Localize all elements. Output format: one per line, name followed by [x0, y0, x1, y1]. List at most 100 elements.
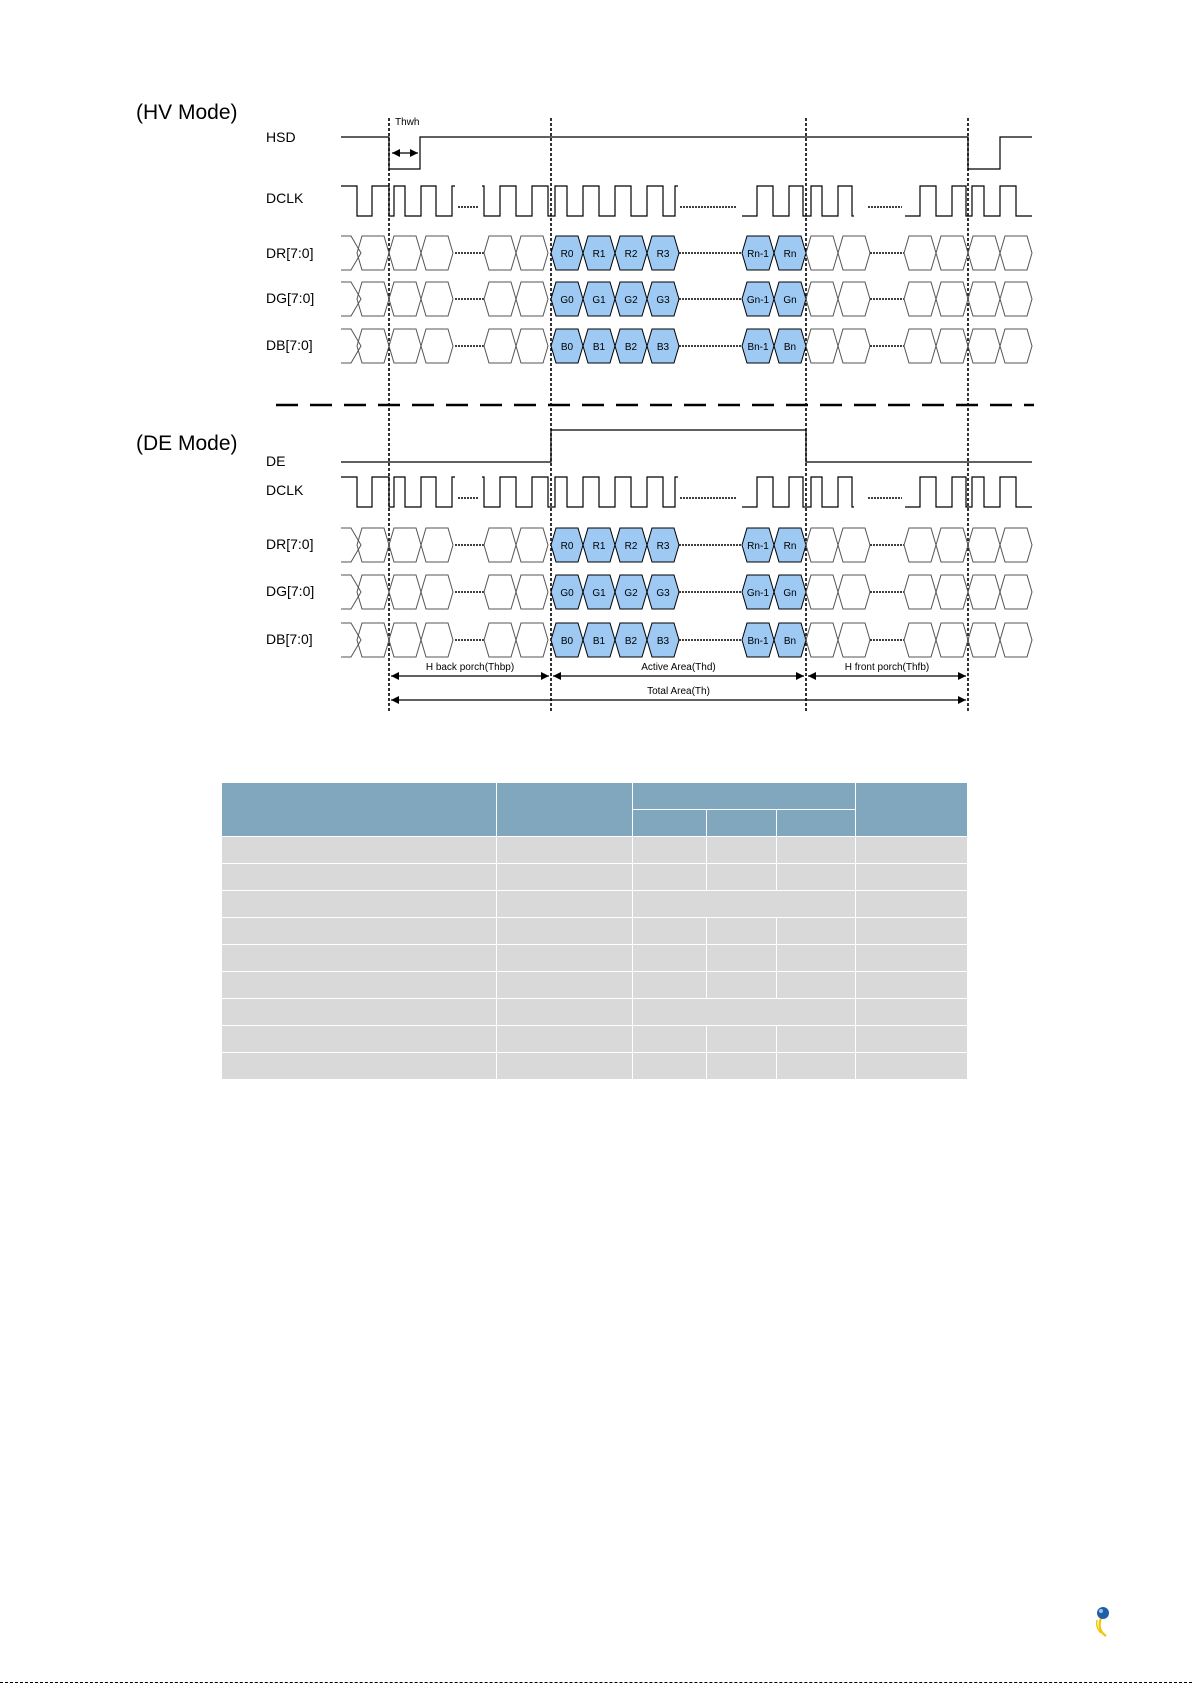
table-cell: [775, 971, 857, 999]
total-span-head: [958, 696, 966, 704]
dclk-waveform: [482, 476, 678, 508]
bus-idle-slot: [420, 328, 454, 364]
dclk-waveform: [905, 185, 1032, 217]
bus-idle-slot: [999, 328, 1033, 364]
data-slot-blue-label: B0: [561, 342, 574, 353]
table-row: [221, 836, 969, 864]
back-porch-span-head: [541, 672, 549, 680]
data-slot-red-label: Rn-1: [747, 541, 769, 552]
bus-idle-slot: [356, 235, 390, 271]
bus-idle-slot: [388, 235, 422, 271]
table-header-cell: [632, 809, 707, 837]
company-logo-icon: [1095, 1607, 1109, 1637]
dclk-waveform: [742, 476, 854, 508]
table-cell: [855, 998, 969, 1026]
total-span-label: Total Area(Th): [647, 686, 710, 697]
table-row: [221, 1052, 969, 1080]
signal-label-dg: DG[7:0]: [266, 290, 314, 306]
table-cell: [496, 1052, 633, 1080]
table-cell: [775, 1052, 857, 1080]
data-slot-red-label: Rn: [784, 249, 797, 260]
thwh-label: Thwh: [395, 117, 419, 128]
bus-idle-slot: [515, 328, 549, 364]
table-row: [221, 944, 969, 972]
bus-idle-slot: [903, 574, 937, 610]
bus-idle-slot: [515, 281, 549, 317]
signal-label-db: DB[7:0]: [266, 337, 313, 353]
table-cell: [706, 1052, 777, 1080]
active-span-label: Active Area(Thd): [641, 662, 715, 673]
bus-idle-slot: [903, 622, 937, 658]
table-row: [221, 890, 969, 918]
active-span-head: [553, 672, 561, 680]
bus-idle-slot: [935, 281, 969, 317]
bus-idle-slot: [837, 235, 871, 271]
data-slot-red-label: R2: [625, 249, 638, 260]
table-cell: [496, 1025, 633, 1053]
thwh-arrow-head: [410, 149, 418, 157]
bus-idle-slot: [420, 235, 454, 271]
diagram-labels: HSDDCLKDR[7:0]DG[7:0]DB[7:0]DEDCLKDR[7:0…: [266, 117, 929, 697]
data-slot-green-label: Gn: [783, 295, 796, 306]
table-header-cell: [496, 782, 633, 837]
bus-idle-slot: [805, 328, 839, 364]
table-cell: [221, 836, 497, 864]
table-cell: [496, 998, 633, 1026]
timing-table: [221, 782, 969, 1080]
table-cell: [221, 863, 497, 891]
table-cell: [221, 1025, 497, 1053]
table-header-row: [222, 809, 968, 837]
data-slot-red-label: R0: [561, 249, 574, 260]
signal-label-dclk: DCLK: [266, 190, 304, 206]
signal-label-dclk: DCLK: [266, 482, 304, 498]
data-slot-green-label: Gn-1: [747, 295, 770, 306]
table-row: [221, 917, 969, 945]
data-slot-red-label: R1: [593, 249, 606, 260]
table-cell: [775, 944, 857, 972]
table-row: [221, 971, 969, 999]
table-cell: [706, 863, 777, 891]
data-slot-green-label: G0: [560, 588, 574, 599]
table-cell: [496, 944, 633, 972]
table-cell: [221, 917, 497, 945]
data-slot-green-label: G0: [560, 295, 574, 306]
front-porch-span-label: H front porch(Thfb): [845, 662, 929, 673]
table-cell: [775, 917, 857, 945]
bus-idle-slot: [420, 622, 454, 658]
bus-idle-slot: [483, 235, 517, 271]
dclk-waveform: [742, 185, 854, 217]
hsd-waveform: [341, 136, 1032, 170]
table-cell: [632, 836, 707, 864]
table-cell: [496, 863, 633, 891]
dclk-waveform: [341, 185, 455, 217]
bus-idle-slot: [515, 622, 549, 658]
table-cell: [496, 836, 633, 864]
bus-idle-slot: [420, 574, 454, 610]
table-cell: [855, 1052, 969, 1080]
table-cell: [706, 944, 777, 972]
bus-idle-slot: [805, 574, 839, 610]
table-cell: [632, 1025, 707, 1053]
bus-idle-slot: [483, 574, 517, 610]
bus-idle-slot: [999, 281, 1033, 317]
table-cell: [632, 917, 707, 945]
bus-idle-slot: [356, 574, 390, 610]
bus-idle-slot: [999, 527, 1033, 563]
signal-label-dr: DR[7:0]: [266, 536, 313, 552]
bus-idle-slot: [356, 622, 390, 658]
bus-idle-slot: [837, 574, 871, 610]
data-slot-blue-label: Bn-1: [747, 342, 769, 353]
bus-idle-slot: [967, 622, 1001, 658]
bus-idle-edge: [341, 622, 362, 658]
data-slot-blue-label: Bn: [784, 636, 796, 647]
bus-idle-slot: [935, 574, 969, 610]
table-cell: [496, 971, 633, 999]
table-header-cell: [221, 782, 497, 837]
page-bottom-rule: [0, 1682, 1192, 1683]
data-slot-green-label: G3: [656, 588, 670, 599]
table-cell: [855, 890, 969, 918]
signal-label-de: DE: [266, 453, 285, 469]
bus-idle-slot: [999, 574, 1033, 610]
data-slot-red-label: Rn-1: [747, 249, 769, 260]
bus-idle-slot: [388, 281, 422, 317]
